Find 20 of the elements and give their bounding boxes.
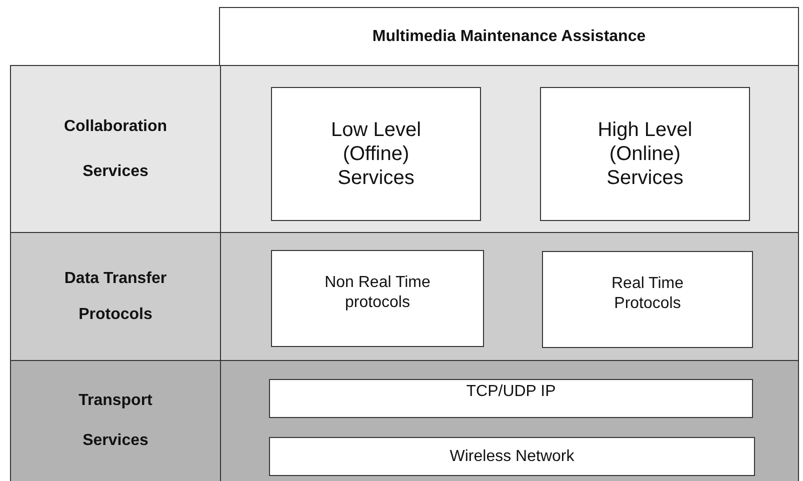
component-label: Non Real Time protocols xyxy=(324,273,432,312)
component-box xyxy=(269,437,755,476)
layer-band xyxy=(10,360,799,481)
component-label: Real Time Protocols xyxy=(610,274,685,313)
layer-label: Transport Services xyxy=(78,390,154,450)
component-label: Low Level (Offine) Services xyxy=(330,118,422,190)
layer-band xyxy=(10,65,799,233)
component-box xyxy=(271,250,484,347)
component-label: Wireless Network xyxy=(450,446,574,466)
layer-band xyxy=(10,232,799,361)
component-box xyxy=(269,379,753,418)
component-box xyxy=(542,251,753,348)
component-box xyxy=(219,7,799,66)
component-box xyxy=(271,87,481,221)
component-label: Multimedia Maintenance Assistance xyxy=(372,26,646,46)
component-box xyxy=(540,87,750,221)
layer-label: Collaboration Services xyxy=(62,117,168,182)
component-label: TCP/UDP IP xyxy=(466,382,556,402)
component-label: High Level (Online) Services xyxy=(596,118,694,190)
layer-label: Data Transfer Protocols xyxy=(63,268,168,324)
